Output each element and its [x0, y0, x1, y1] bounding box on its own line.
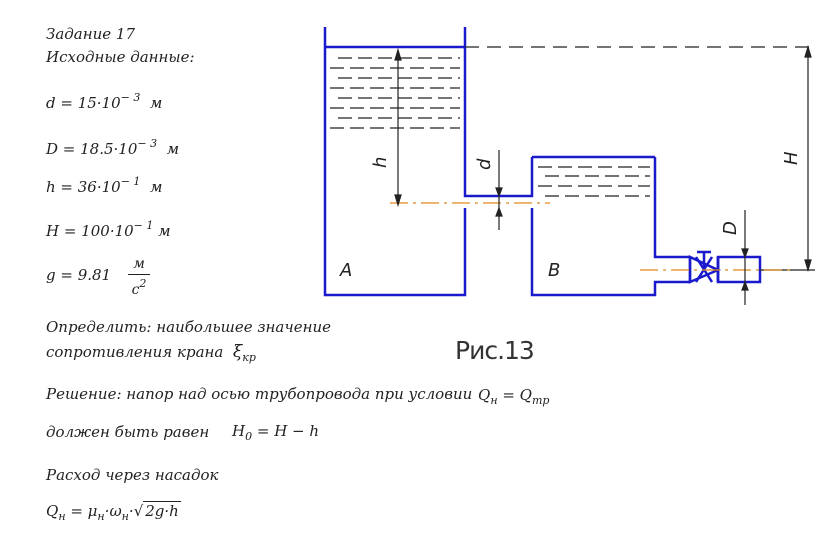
label-D: D [720, 221, 741, 235]
axis-lines [390, 202, 790, 271]
xi-subscript: кр [242, 351, 256, 364]
given-H: H = 100·10− 1 м [46, 220, 171, 239]
task-title: Задание 17 [46, 25, 136, 43]
given-D-unit: м [166, 140, 180, 158]
given-d-exp: − 3 [120, 91, 141, 104]
fraction-bar [128, 274, 150, 275]
flow-formula: Qн = μн·ωн·√2g·h [46, 501, 181, 523]
given-g-unit: м с2 [128, 256, 150, 298]
flow-heading: Расход через насадок [46, 466, 219, 484]
h0-formula: H0 = H − h [232, 422, 320, 443]
given-H-unit: м [158, 222, 171, 240]
given-d: d = 15·10− 3 м [46, 92, 162, 111]
given-d-unit: м [149, 94, 163, 112]
given-H-exp: − 1 [133, 219, 154, 232]
water-hatch-b [538, 166, 650, 197]
label-H: H [781, 151, 802, 165]
given-D: D = 18.5·10− 3 м [46, 138, 179, 157]
figure-caption: Рис.13 [455, 336, 535, 365]
must-be-line: должен быть равен [46, 423, 210, 441]
given-g: g = 9.81 [46, 266, 112, 284]
label-tank-a: A [339, 260, 352, 281]
label-d: d [474, 158, 495, 170]
water-hatch-a [330, 57, 460, 129]
given-H-lhs: H = 100·10 [46, 222, 134, 240]
label-h: h [370, 157, 391, 168]
determine-line-1: Определить: наибольшее значение [46, 318, 331, 336]
label-tank-b: B [548, 260, 560, 281]
condition-formula: Qн = Qтр [478, 386, 550, 407]
determine-text: сопротивления крана [46, 343, 224, 361]
given-D-lhs: D = 18.5·10 [46, 140, 138, 158]
sqrt-argument: 2g·h [143, 501, 181, 520]
given-heading: Исходные данные: [46, 48, 195, 66]
given-h-lhs: h = 36·10 [46, 178, 121, 196]
given-h-exp: − 1 [120, 175, 141, 188]
dimension-lines [394, 44, 812, 305]
sqrt-sign: √ [133, 502, 144, 520]
xi-symbol: ξ [232, 342, 243, 362]
given-h-unit: м [149, 178, 163, 196]
given-g-num: м [133, 256, 145, 272]
determine-line-2: сопротивления крана ξкр [46, 342, 256, 364]
given-g-den: с2 [131, 277, 147, 298]
given-D-exp: − 3 [137, 137, 158, 150]
given-d-lhs: d = 15·10 [46, 94, 121, 112]
given-h: h = 36·10− 1 м [46, 176, 162, 195]
solution-line: Решение: напор над осью трубопровода при… [46, 385, 473, 403]
